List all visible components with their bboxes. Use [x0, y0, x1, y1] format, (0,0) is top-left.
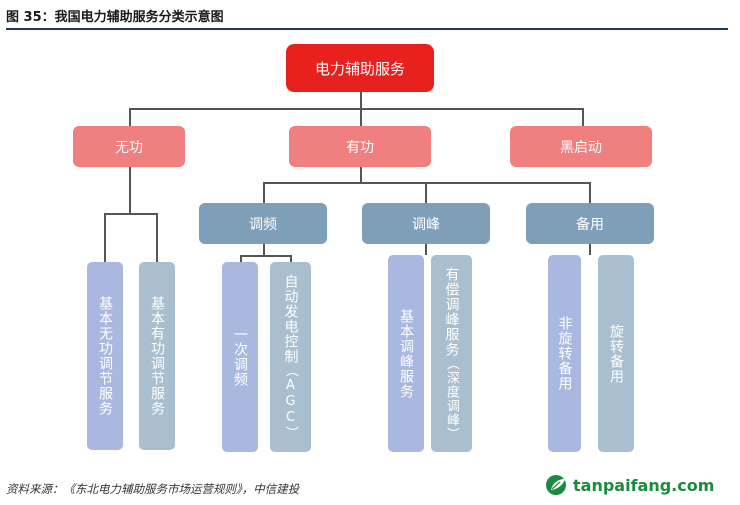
leaf-label: 非旋转备用 [556, 316, 573, 391]
black-start-label: 黑启动 [560, 139, 602, 156]
connector-line [582, 108, 584, 126]
leaf-basic-peak-regulation: 基本调峰服务 [388, 255, 424, 452]
connector-line [129, 108, 583, 110]
leaf-sublabel: （深度调峰） [444, 356, 459, 441]
reactive-power-node: 无功 [73, 126, 185, 167]
connector-line [129, 108, 131, 126]
leaf-basic-reactive-regulation: 基本无功调节服务 [87, 262, 123, 450]
leaf-paid-peak-regulation: 有偿调峰服务 （深度调峰） [431, 255, 472, 452]
leaf-logo-icon [546, 475, 566, 495]
leaf-agc: 自动发电控制 （AGC） [270, 262, 311, 452]
root-node: 电力辅助服务 [286, 44, 434, 92]
connector-line [425, 182, 427, 203]
connector-line [589, 243, 591, 255]
figure-title: 图 35：我国电力辅助服务分类示意图 [6, 10, 224, 25]
leaf-label: 基本无功调节服务 [97, 296, 113, 416]
frequency-regulation-node: 调频 [199, 203, 327, 244]
connector-line [240, 255, 242, 263]
leaf-label: 一次调频 [232, 327, 248, 387]
connector-line [263, 182, 265, 203]
leaf-primary-frequency-regulation: 一次调频 [222, 262, 258, 452]
leaf-spinning-reserve: 旋转备用 [598, 255, 634, 452]
leaf-label: 旋转备用 [608, 323, 624, 384]
connector-line [263, 182, 591, 184]
source-note: 资料来源：《东北电力辅助服务市场运营规则》，中信建投 [6, 482, 300, 496]
connector-line [156, 213, 158, 263]
active-power-node: 有功 [289, 126, 431, 167]
peak-regulation-node: 调峰 [362, 203, 490, 244]
leaf-basic-active-regulation: 基本有功调节服务 [139, 262, 175, 450]
connector-line [104, 213, 106, 263]
leaf-label: 自动发电控制 [282, 274, 299, 364]
peak-regulation-label: 调峰 [412, 216, 440, 233]
connector-line [425, 243, 427, 255]
leaf-sublabel: （AGC） [283, 364, 298, 440]
connector-line [589, 182, 591, 203]
leaf-label: 基本调峰服务 [398, 308, 414, 399]
leaf-non-spinning-reserve: 非旋转备用 [548, 255, 581, 452]
black-start-node: 黑启动 [510, 126, 652, 167]
connector-line [360, 92, 362, 109]
reactive-power-label: 无功 [115, 139, 143, 156]
root-node-label: 电力辅助服务 [314, 59, 405, 78]
connector-line [290, 255, 292, 263]
frequency-regulation-label: 调频 [249, 216, 277, 233]
reserve-node: 备用 [526, 203, 654, 244]
connector-line [360, 108, 362, 126]
leaf-label: 有偿调峰服务 [443, 266, 460, 357]
leaf-label: 基本有功调节服务 [149, 296, 165, 416]
connector-line [104, 213, 158, 215]
connector-line [129, 166, 131, 214]
connector-line [240, 255, 292, 257]
logo-text: tanpaifang.com [573, 475, 715, 495]
reserve-label: 备用 [576, 216, 604, 233]
title-rule [6, 28, 728, 30]
connector-line [360, 166, 362, 183]
connector-line [263, 243, 265, 256]
site-logo[interactable]: tanpaifang.com [545, 474, 714, 496]
active-power-label: 有功 [346, 139, 374, 156]
